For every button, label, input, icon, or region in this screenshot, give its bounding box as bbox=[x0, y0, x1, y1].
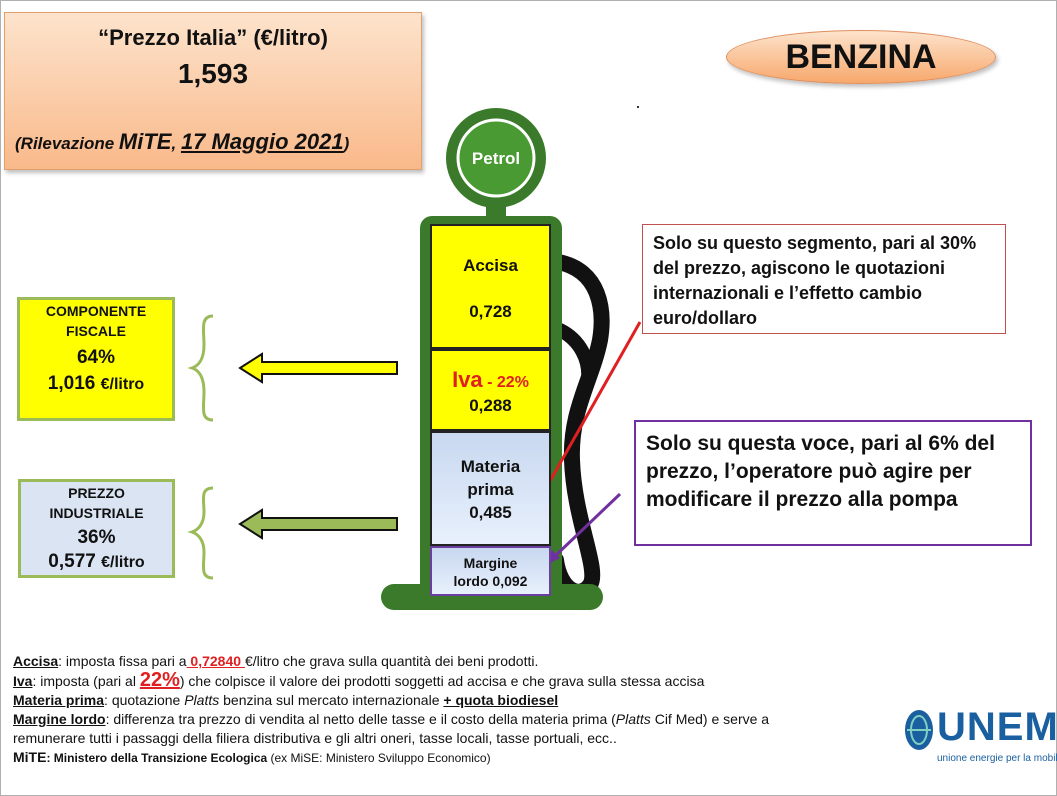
segment-margine-lordo: Margine lordo 0,092 bbox=[430, 546, 551, 596]
componente-fiscale-box: COMPONENTE FISCALE 64% 1,016 €/litro bbox=[17, 297, 175, 421]
globe-icon bbox=[905, 710, 933, 750]
iva-label: Iva bbox=[452, 367, 483, 392]
callout-international: Solo su questo segmento, pari al 30% del… bbox=[642, 224, 1006, 334]
logo-tagline: unione energie per la mobilità bbox=[937, 753, 1057, 764]
margine-label: Margine bbox=[463, 555, 518, 571]
materia-label-2: prima bbox=[467, 480, 514, 499]
pump-head-inner bbox=[456, 118, 536, 198]
note-materia: Materia prima: quotazione Platts benzina… bbox=[13, 692, 559, 708]
industriale-amount: 0,577 bbox=[48, 551, 96, 572]
pump-nozzle bbox=[553, 323, 596, 387]
unem-logo: UNEM unione energie per la mobilità bbox=[903, 705, 1057, 775]
fiscale-share: 64% bbox=[76, 347, 116, 368]
fiscale-amount-line: 1,016 €/litro bbox=[20, 373, 172, 395]
materia-label-1: Materia bbox=[460, 457, 521, 476]
logo-word: UNEM bbox=[937, 705, 1057, 749]
note-margine-cont: remunerare tutti i passaggi della filier… bbox=[13, 730, 617, 746]
industriale-share: 36% bbox=[77, 527, 116, 548]
accisa-value: 0,728 bbox=[469, 302, 512, 321]
note-mite: MiTE: Ministero della Transizione Ecolog… bbox=[13, 749, 491, 765]
iva-heading: Iva - 22% bbox=[432, 367, 549, 396]
source-org: MiTE bbox=[118, 129, 172, 154]
pointer-purple bbox=[551, 492, 622, 560]
brace-industriale bbox=[187, 486, 214, 580]
price-value: 1,593 bbox=[177, 58, 249, 89]
materia-value: 0,485 bbox=[469, 503, 512, 522]
price-title: “Prezzo Italia” (€/litro) bbox=[98, 25, 328, 50]
footnotes: Accisa: imposta fissa pari a 0,72840 €/l… bbox=[13, 652, 893, 768]
industriale-unit: €/litro bbox=[101, 554, 145, 571]
fiscale-title-2: FISCALE bbox=[66, 323, 126, 339]
arrow-fiscale bbox=[238, 352, 398, 384]
brace-fiscale bbox=[187, 314, 214, 422]
note-iva: Iva: imposta (pari al 22%) che colpisce … bbox=[13, 669, 705, 691]
callout-operator: Solo su questa voce, pari al 6% del prez… bbox=[634, 420, 1032, 546]
fiscale-amount: 1,016 bbox=[47, 373, 96, 394]
price-source: (Rilevazione MiTE, 17 Maggio 2021) bbox=[15, 129, 350, 154]
fuel-label: BENZINA bbox=[726, 30, 996, 84]
note-margine: Margine lordo: differenza tra prezzo di … bbox=[13, 711, 770, 727]
price-box: “Prezzo Italia” (€/litro) 1,593 (Rilevaz… bbox=[4, 12, 422, 170]
accisa-label: Accisa bbox=[463, 256, 518, 275]
prezzo-industriale-box: PREZZO INDUSTRIALE 36% 0,577 €/litro bbox=[18, 479, 175, 578]
iva-rate: - 22% bbox=[487, 374, 529, 391]
note-accisa: Accisa: imposta fissa pari a 0,72840 €/l… bbox=[13, 653, 539, 669]
margine-value: lordo 0,092 bbox=[453, 573, 528, 589]
fiscale-title-1: COMPONENTE bbox=[45, 303, 147, 319]
pump-badge: Petrol bbox=[472, 149, 520, 168]
pump-hose bbox=[548, 254, 610, 600]
stray-dot bbox=[637, 106, 639, 108]
source-date: 17 Maggio 2021 bbox=[180, 129, 344, 154]
segment-materia-prima: Materia prima 0,485 bbox=[430, 431, 551, 546]
fiscale-unit: €/litro bbox=[100, 376, 145, 393]
industriale-title-1: PREZZO bbox=[68, 485, 125, 501]
arrow-industriale bbox=[238, 508, 398, 540]
iva-value: 0,288 bbox=[469, 396, 512, 415]
segment-accisa: Accisa 0,728 bbox=[430, 224, 551, 349]
industriale-amount-line: 0,577 €/litro bbox=[21, 551, 172, 573]
segment-iva: Iva - 22% 0,288 bbox=[430, 349, 551, 431]
industriale-title-2: INDUSTRIALE bbox=[49, 505, 144, 521]
